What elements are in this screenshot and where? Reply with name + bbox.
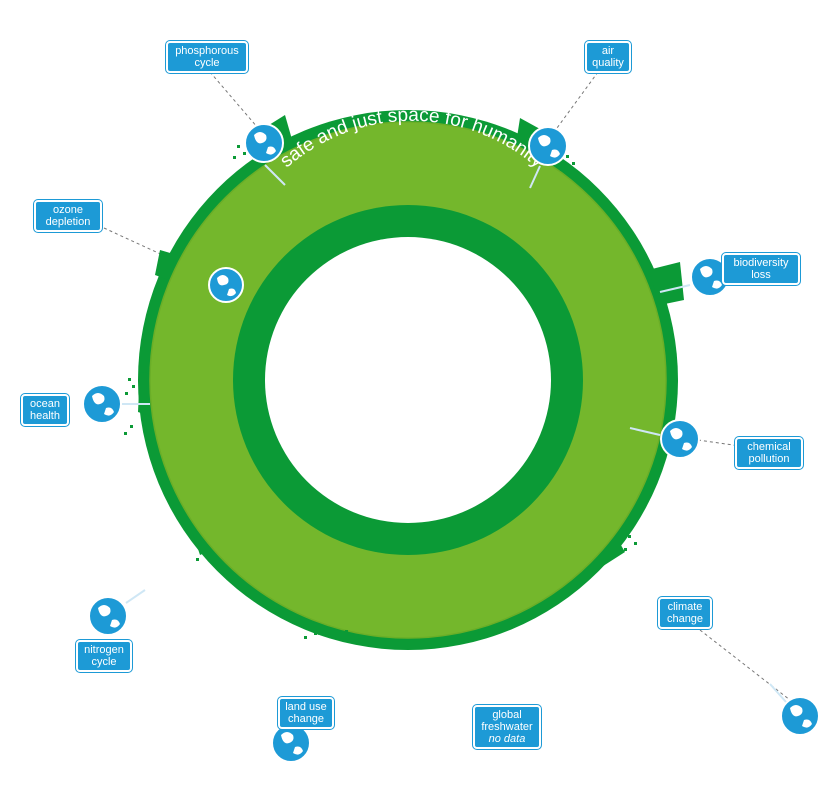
debris-dots (124, 145, 671, 639)
doughnut-hole (265, 237, 551, 523)
globe-icon (271, 723, 311, 763)
globe-icon (244, 123, 284, 163)
ceiling-label: environmental ceiling (333, 76, 488, 103)
motion-streaks (122, 164, 787, 703)
globe-icon (82, 384, 122, 424)
globe-icon (780, 696, 820, 736)
globe-icon (88, 596, 128, 636)
ring-separator (149, 121, 667, 639)
globe-icon (208, 267, 244, 303)
globe-icon (690, 257, 730, 297)
globes (82, 123, 820, 763)
globe-icon (660, 419, 700, 459)
globe-icon (528, 126, 568, 166)
